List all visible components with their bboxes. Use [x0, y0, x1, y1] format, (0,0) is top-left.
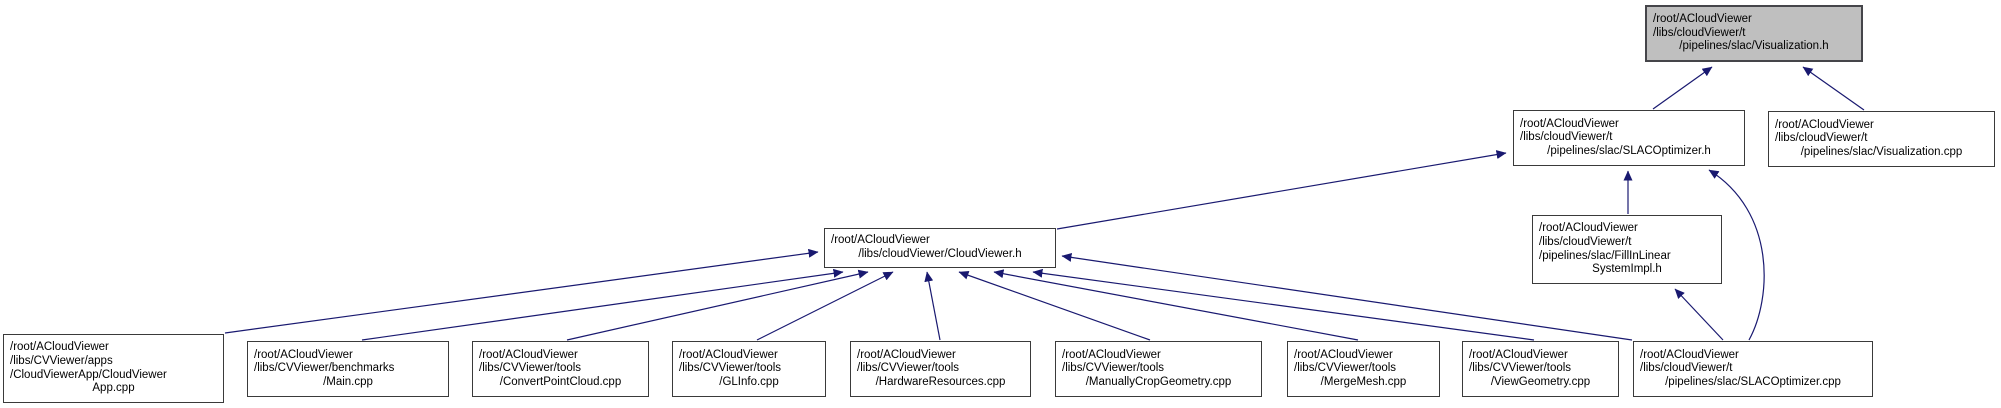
node-label-line: /root/ACloudViewer: [254, 348, 353, 361]
node-label-line: /libs/CVViewer/tools: [479, 362, 582, 375]
node-label-line: SystemImpl.h: [1592, 263, 1662, 276]
node-label-line: /root/ACloudViewer: [1640, 348, 1739, 361]
graph-node-manuallycropgeometry-cpp[interactable]: /root/ACloudViewer/libs/CVViewer/tools/M…: [1055, 341, 1262, 397]
graph-node-main-cpp[interactable]: /root/ACloudViewer/libs/CVViewer/benchma…: [247, 341, 449, 397]
edge-slacoptimizer-cpp-to-slacoptimizer-h: [1708, 169, 1765, 341]
edge-slacoptimizer-cpp-to-cloudviewer-h: [1061, 252, 1633, 341]
node-label-line: /libs/cloudViewer/CloudViewer.h: [858, 248, 1022, 260]
graph-node-mergemesh-cpp[interactable]: /root/ACloudViewer/libs/CVViewer/tools/M…: [1287, 341, 1440, 397]
node-label-line: /libs/cloudViewer/t: [1775, 132, 1868, 145]
node-label-line: /libs/CVViewer/tools: [679, 362, 782, 375]
node-label-line: /CloudViewerApp/CloudViewer: [10, 368, 167, 381]
graph-node-slacoptimizer-cpp[interactable]: /root/ACloudViewer/libs/cloudViewer/t/pi…: [1633, 341, 1873, 397]
edge-convertpointcloud-cpp-to-cloudviewer-h: [566, 269, 869, 341]
node-label-line: /libs/CVViewer/tools: [857, 362, 960, 375]
edge-manuallycropgeometry-cpp-to-cloudviewer-h: [958, 270, 1151, 341]
node-label-line: /libs/CVViewer/apps: [10, 354, 113, 367]
edge-visualization-cpp-to-visualization-h: [1802, 66, 1865, 111]
node-label-line: /libs/CVViewer/benchmarks: [254, 362, 395, 375]
graph-node-convertpointcloud-cpp[interactable]: /root/ACloudViewer/libs/CVViewer/tools/C…: [472, 341, 649, 397]
node-label-line: App.cpp: [92, 382, 135, 395]
node-label-line: /root/ACloudViewer: [10, 341, 109, 354]
node-label-line: /root/ACloudViewer: [479, 348, 578, 361]
graph-node-slacoptimizer-h[interactable]: /root/ACloudViewer/libs/cloudViewer/t/pi…: [1513, 110, 1745, 166]
node-label-line: /root/ACloudViewer: [1539, 222, 1638, 235]
node-label-line: /root/ACloudViewer: [857, 348, 956, 361]
edge-cloudviewer-h-to-slacoptimizer-h: [1056, 150, 1507, 230]
node-label-line: /pipelines/slac/Visualization.cpp: [1800, 145, 1963, 158]
node-label-line: /root/ACloudViewer: [1775, 118, 1874, 131]
graph-node-viewgeometry-cpp[interactable]: /root/ACloudViewer/libs/CVViewer/tools/V…: [1462, 341, 1619, 397]
node-label-line: /root/ACloudViewer: [1469, 348, 1568, 361]
node-label-line: /MergeMesh.cpp: [1320, 375, 1407, 388]
graph-node-hardwareresources-cpp[interactable]: /root/ACloudViewer/libs/CVViewer/tools/H…: [850, 341, 1031, 397]
edge-main-cpp-to-cloudviewer-h: [361, 268, 844, 341]
node-label-line: /pipelines/slac/Visualization.h: [1679, 40, 1829, 53]
node-label-line: /ViewGeometry.cpp: [1490, 375, 1591, 388]
graph-node-visualization-cpp[interactable]: /root/ACloudViewer/libs/cloudViewer/t/pi…: [1768, 111, 1995, 167]
edge-slacoptimizer-h-to-visualization-h: [1652, 66, 1713, 110]
node-label-line: /root/ACloudViewer: [1294, 348, 1393, 361]
node-label-line: /libs/cloudViewer/t: [1640, 362, 1733, 375]
edge-viewgeometry-cpp-to-cloudviewer-h: [1032, 268, 1535, 341]
graph-node-fillinlinear-h[interactable]: /root/ACloudViewer/libs/cloudViewer/t/pi…: [1532, 215, 1722, 284]
edge-glinfo-cpp-to-cloudviewer-h: [756, 271, 894, 341]
edge-cloudviewerapp-cpp-to-cloudviewer-h: [224, 248, 819, 334]
node-label-line: /Main.cpp: [323, 375, 373, 388]
node-label-line: /HardwareResources.cpp: [875, 375, 1006, 388]
node-label-line: /libs/cloudViewer/t: [1520, 131, 1613, 144]
node-label-line: /ManuallyCropGeometry.cpp: [1085, 375, 1232, 388]
node-label-line: /libs/cloudViewer/t: [1539, 235, 1632, 248]
edge-hardwareresources-cpp-to-cloudviewer-h: [924, 271, 941, 341]
graph-node-visualization-h[interactable]: /root/ACloudViewer/libs/cloudViewer/t/pi…: [1645, 5, 1863, 62]
node-label-line: /ConvertPointCloud.cpp: [499, 375, 622, 388]
node-label-line: /pipelines/slac/SLACOptimizer.cpp: [1665, 375, 1841, 388]
node-label-line: /root/ACloudViewer: [1520, 117, 1619, 130]
node-label-line: /pipelines/slac/FillInLinear: [1539, 249, 1671, 262]
node-label-line: /libs/CVViewer/tools: [1469, 362, 1572, 375]
node-label-line: /root/ACloudViewer: [1062, 348, 1161, 361]
node-label-line: /libs/CVViewer/tools: [1062, 362, 1165, 375]
graph-node-cloudviewerapp-cpp[interactable]: /root/ACloudViewer/libs/CVViewer/apps/Cl…: [3, 334, 224, 403]
edge-slacoptimizer-cpp-to-fillinlinear-h: [1674, 288, 1724, 341]
edge-mergemesh-cpp-to-cloudviewer-h: [993, 269, 1359, 341]
node-label-line: /pipelines/slac/SLACOptimizer.h: [1547, 144, 1711, 157]
graph-node-cloudviewer-h[interactable]: /root/ACloudViewer/libs/cloudViewer/Clou…: [824, 228, 1056, 268]
node-label-line: /root/ACloudViewer: [679, 348, 778, 361]
node-label-line: /root/ACloudViewer: [1653, 13, 1752, 26]
node-label-line: /libs/CVViewer/tools: [1294, 362, 1397, 375]
node-label-line: /GLInfo.cpp: [719, 375, 779, 388]
graph-node-glinfo-cpp[interactable]: /root/ACloudViewer/libs/CVViewer/tools/G…: [672, 341, 826, 397]
node-label-line: /libs/cloudViewer/t: [1653, 26, 1746, 39]
node-label-line: /root/ACloudViewer: [831, 234, 930, 247]
